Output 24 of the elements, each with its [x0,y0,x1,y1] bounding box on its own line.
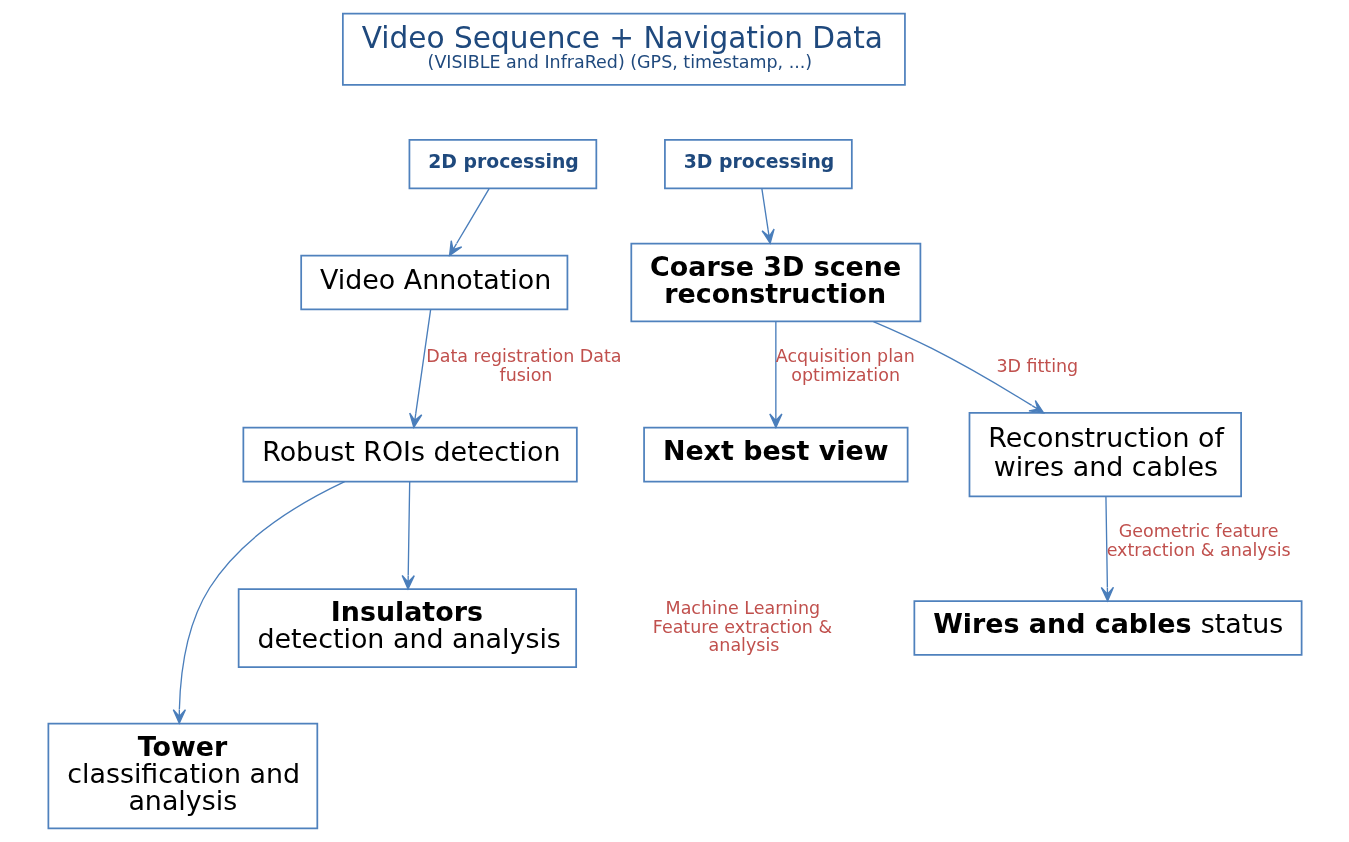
arrow [1100,495,1114,602]
arrow [760,188,775,244]
node-box: Reconstruction of wires and cables [968,412,1242,498]
arrow [768,321,783,429]
edge-label: Geometric feature extraction & analysis [1106,521,1291,561]
edge-label: 3D fitting [995,355,1078,376]
node-box: 2D processing [408,139,597,190]
node-box: Tower classification and analysis [47,722,318,830]
arrow [172,480,345,724]
node-box: Video Annotation [299,254,568,311]
node-box: Video Sequence + Navigation Data (VISIBLE and InfraRed) (GPS, timestamp, ...) [341,12,906,86]
node-box: Next best view [642,426,908,483]
node-box: Robust ROIs detection [242,426,578,483]
arrow [872,320,1044,414]
node-box: Wires and cables status [912,600,1302,656]
arrow [408,308,431,428]
label: Machine Learning Feature extraction & analysis [652,597,832,656]
node-box: Insulators detection and analysis [237,588,577,668]
edge-label: Acquisition plan optimization [775,346,915,386]
edge-label: Data registration Data fusion [425,346,622,386]
node-box: 3D processing [663,139,853,190]
arrow [448,188,490,257]
arrow [401,480,415,590]
node-box: Coarse 3D scene reconstruction [629,242,921,323]
